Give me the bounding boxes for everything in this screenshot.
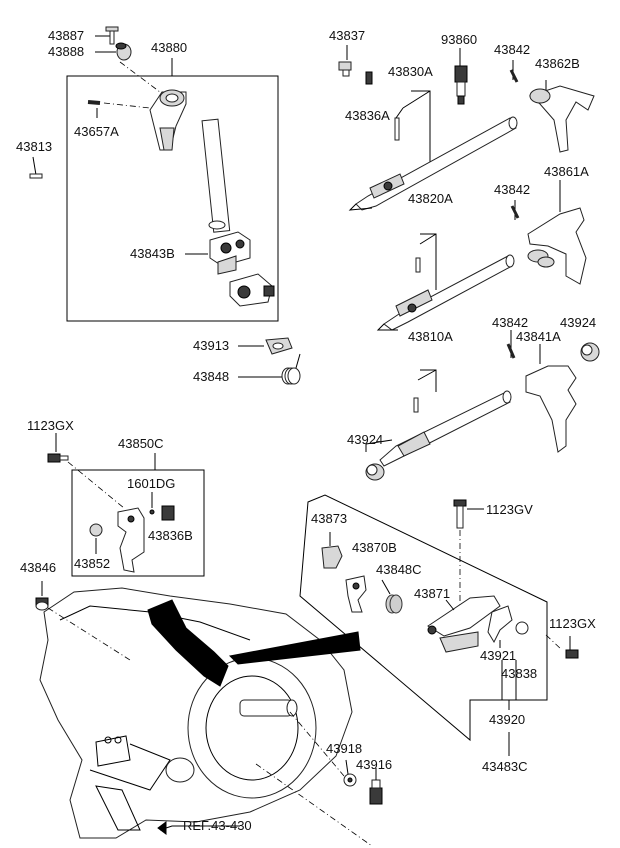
label-43916: 43916 <box>356 757 392 772</box>
label-43920: 43920 <box>489 712 525 727</box>
label-43850C: 43850C <box>118 436 164 451</box>
switch-93860 <box>454 65 468 105</box>
bushing-43924-b <box>580 342 600 362</box>
label-1123GV: 1123GV <box>486 502 533 517</box>
label-1123GX-left: 1123GX <box>27 418 74 433</box>
bushing-43888 <box>115 42 132 61</box>
frame-43850C <box>71 469 205 577</box>
input-shaft <box>239 699 293 717</box>
spring-43836B <box>161 505 175 521</box>
callout-labels: 43887 43888 43880 43657A 43813 43843B 43… <box>16 28 596 833</box>
label-43843B: 43843B <box>130 246 175 261</box>
group-43913 <box>238 337 301 385</box>
label-43848C: 43848C <box>376 562 422 577</box>
label-43873: 43873 <box>311 511 347 526</box>
fork-43862B <box>509 60 595 153</box>
spring-small <box>365 71 373 85</box>
label-43924-bottom: 43924 <box>347 432 383 447</box>
label-43841A: 43841A <box>516 329 561 344</box>
label-1601DG: 1601DG <box>127 476 175 491</box>
label-43842-mid: 43842 <box>494 182 530 197</box>
label-43924-top: 43924 <box>560 315 596 330</box>
bolt-1123GX-a <box>47 453 69 463</box>
label-43888: 43888 <box>48 44 84 59</box>
label-43842-top: 43842 <box>494 42 530 57</box>
group-43830A <box>338 45 518 211</box>
linkage-black <box>147 599 361 687</box>
bushing-43924-a <box>365 463 385 481</box>
label-43810A: 43810A <box>408 329 453 344</box>
label-43921: 43921 <box>480 648 516 663</box>
fork-43861A <box>510 180 587 285</box>
rail-43820A <box>376 254 515 331</box>
fitting-43846 <box>35 597 49 611</box>
rail-43810A <box>379 390 512 467</box>
label-1123GX-right: 1123GX <box>549 616 596 631</box>
rail-43830A <box>348 116 518 211</box>
label-43880: 43880 <box>151 40 187 55</box>
label-43813: 43813 <box>16 139 52 154</box>
label-93860: 93860 <box>441 32 477 47</box>
screw-43887 <box>105 26 119 45</box>
spring-43848C <box>381 579 403 614</box>
group-43880 <box>29 26 279 322</box>
bolt-1123GX-b <box>565 649 579 659</box>
part-43921 <box>487 605 529 648</box>
label-43887: 43887 <box>48 28 84 43</box>
label-43861A: 43861A <box>544 164 589 179</box>
label-43820A: 43820A <box>408 191 453 206</box>
bolt-43916 <box>369 768 383 805</box>
bracket-43852 <box>89 507 145 573</box>
group-43820A <box>376 233 515 331</box>
label-43852: 43852 <box>74 556 110 571</box>
label-43913: 43913 <box>193 338 229 353</box>
washer-43918 <box>343 759 357 787</box>
label-43836A: 43836A <box>345 108 390 123</box>
bolt-1123GV <box>453 499 467 529</box>
label-43842-low: 43842 <box>492 315 528 330</box>
block-43843B <box>209 231 251 275</box>
clip-43873 <box>321 532 343 569</box>
lever-bottom <box>229 273 275 307</box>
label-43871: 43871 <box>414 586 450 601</box>
label-43848: 43848 <box>193 369 229 384</box>
label-43918: 43918 <box>326 741 362 756</box>
group-43483C <box>299 494 579 756</box>
group-43850C <box>47 433 205 577</box>
label-43657A: 43657A <box>74 124 119 139</box>
plug-43837 <box>338 61 352 77</box>
plate-43871 <box>427 595 501 653</box>
label-43483C: 43483C <box>482 759 528 774</box>
shift-shaft <box>149 89 231 233</box>
label-43830A: 43830A <box>388 64 433 79</box>
label-43836B: 43836B <box>148 528 193 543</box>
spring-43848 <box>281 353 301 385</box>
label-43837: 43837 <box>329 28 365 43</box>
lever-43870B <box>345 575 367 613</box>
label-43870B: 43870B <box>352 540 397 555</box>
label-43862B: 43862B <box>535 56 580 71</box>
label-ref: REF.43-430 <box>183 818 252 833</box>
label-43846: 43846 <box>20 560 56 575</box>
label-43838: 43838 <box>501 666 537 681</box>
group-43810A <box>365 369 512 481</box>
fork-43841A <box>506 330 600 453</box>
transmission-case <box>35 581 383 847</box>
